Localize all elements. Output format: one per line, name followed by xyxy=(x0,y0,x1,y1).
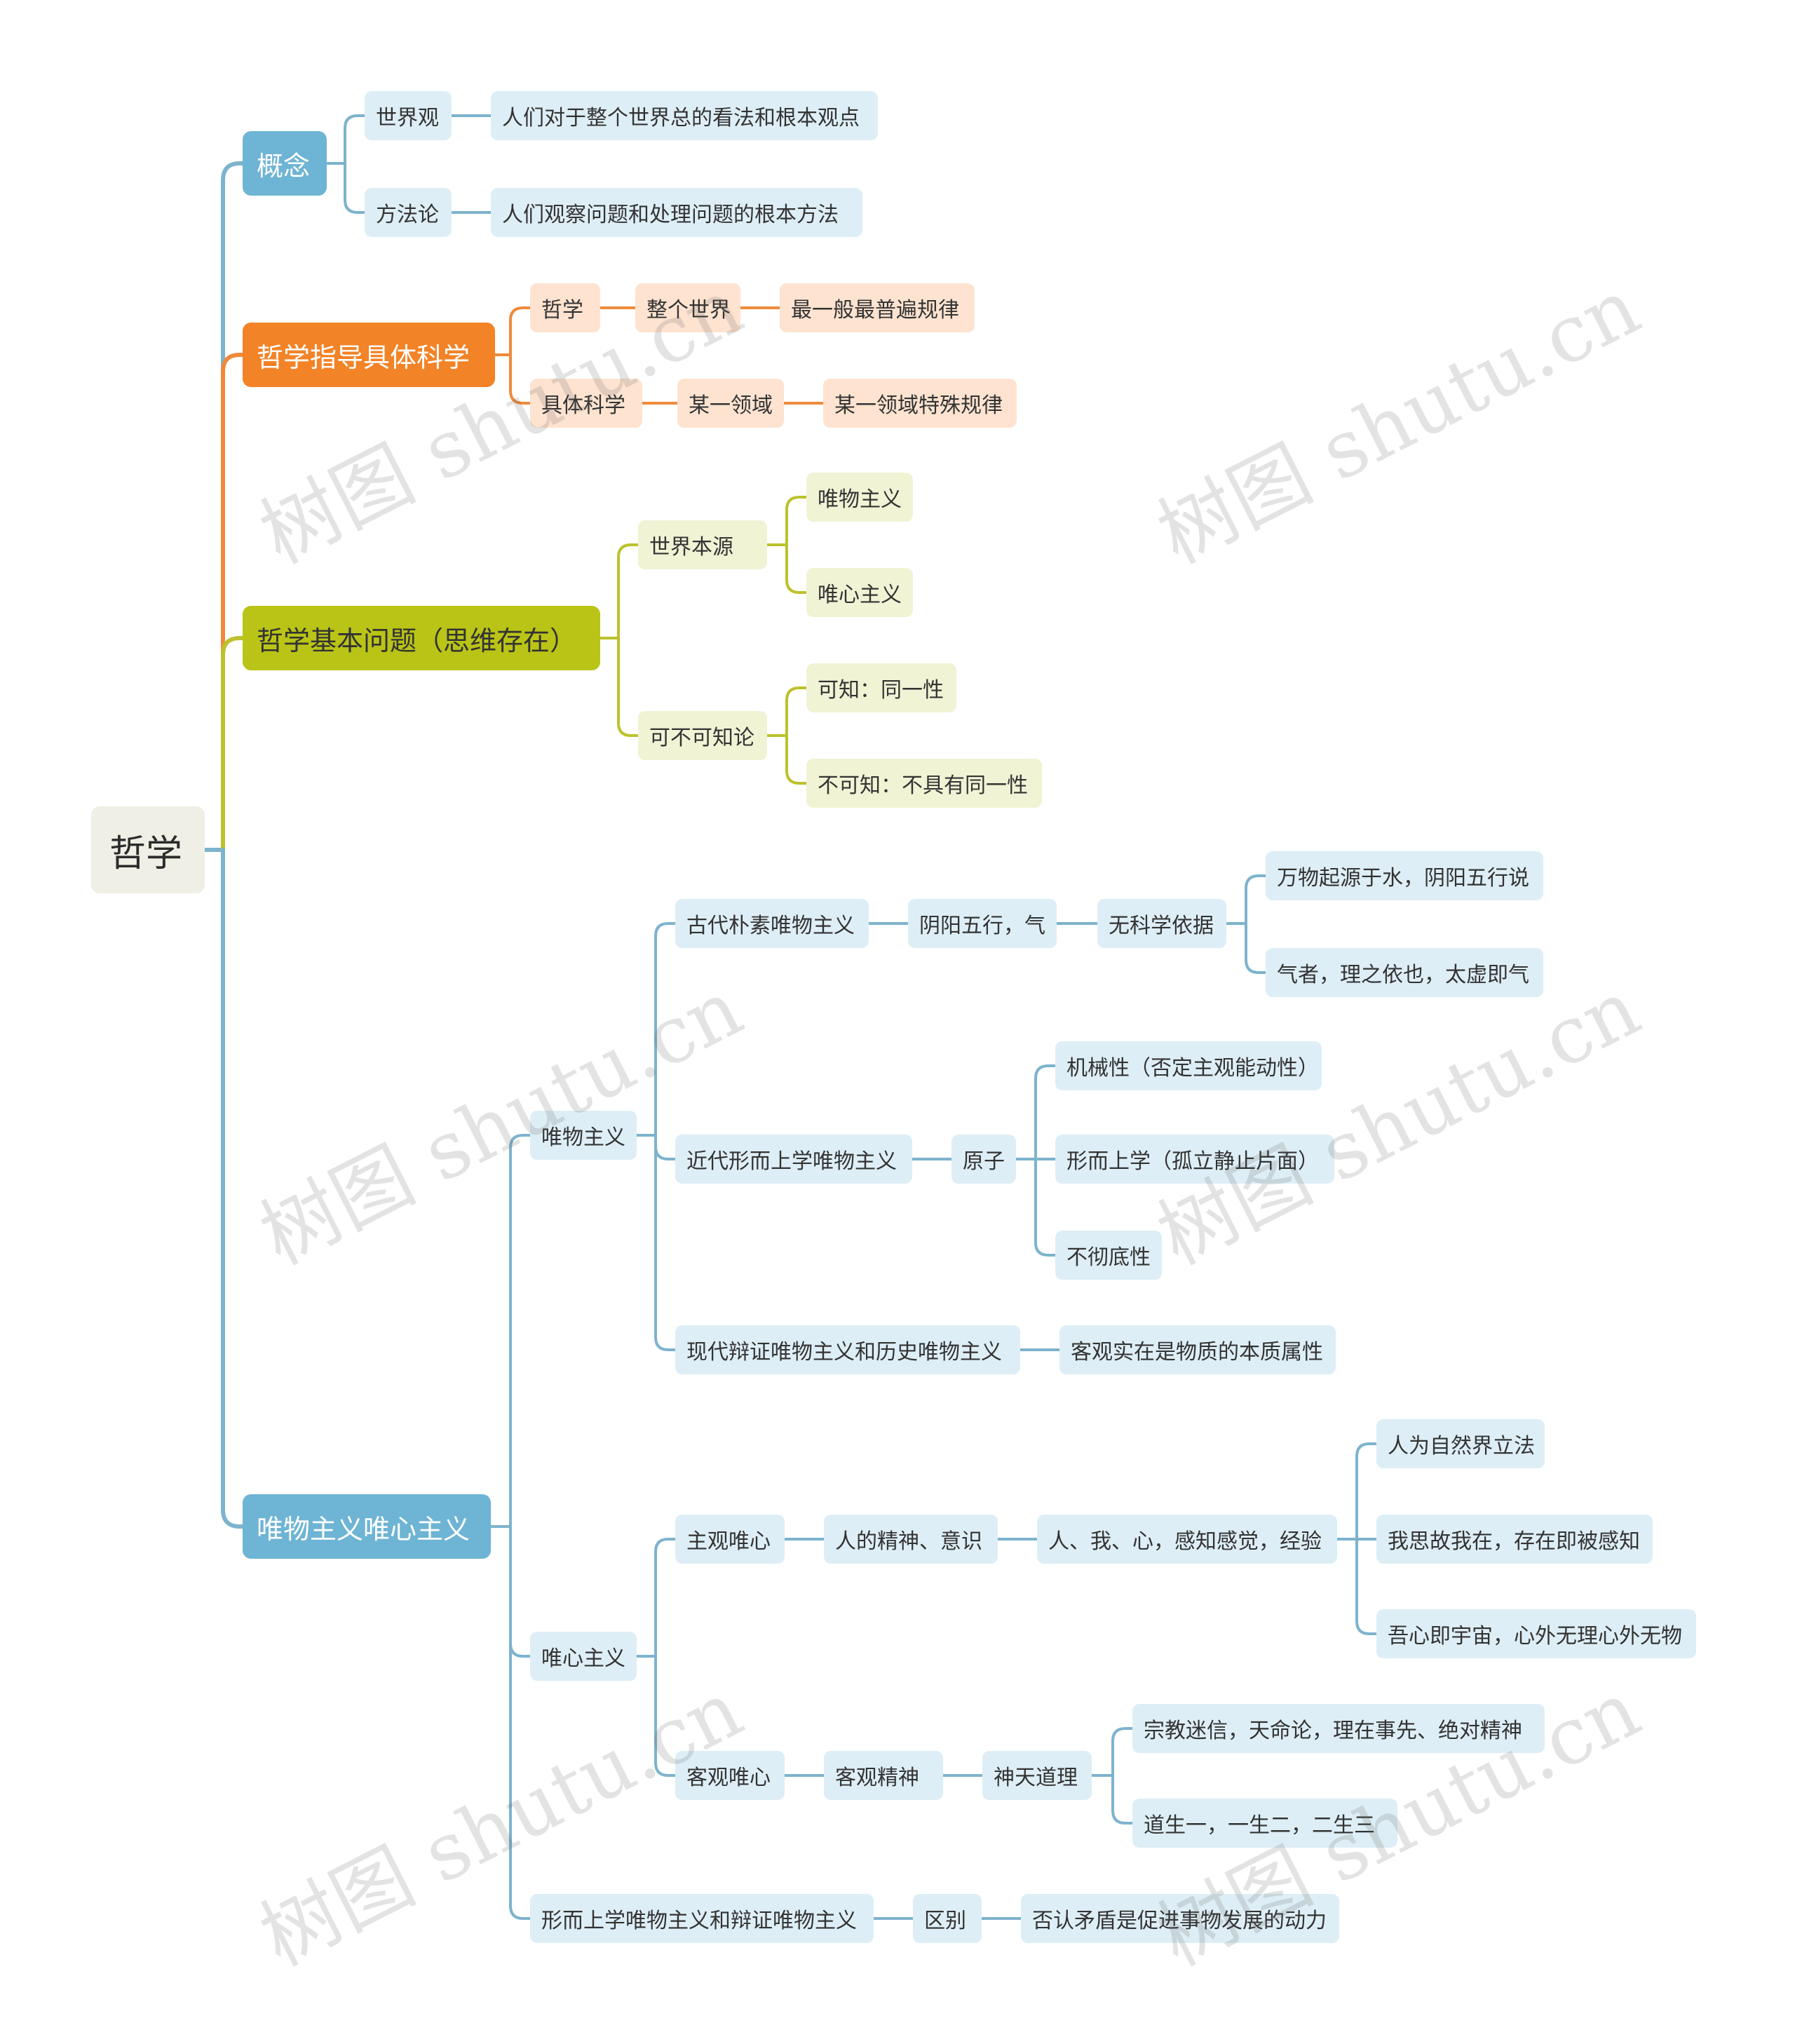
node-origin-idealism[interactable]: 唯心主义 xyxy=(806,568,913,617)
node-dialectical-materialism[interactable]: 现代辩证唯物主义和历史唯物主义 xyxy=(675,1325,1020,1374)
node-special-law[interactable]: 某一领域特殊规律 xyxy=(823,379,1017,428)
node-metaphysical[interactable]: 形而上学（孤立静止片面） xyxy=(1055,1135,1334,1184)
node-me-mind[interactable]: 人、我、心，感知感觉，经验 xyxy=(1037,1515,1337,1564)
node-water-origin[interactable]: 万物起源于水，阴阳五行说 xyxy=(1266,851,1543,900)
node-methodology-definition[interactable]: 人们观察问题和处理问题的根本方法 xyxy=(491,188,862,237)
node-yinyang[interactable]: 阴阳五行，气 xyxy=(908,899,1057,948)
node-philosophy[interactable]: 哲学 xyxy=(530,283,600,332)
connector-line xyxy=(221,848,245,1529)
connector-line xyxy=(221,161,245,852)
root-node-philosophy[interactable]: 哲学 xyxy=(91,806,205,893)
connector-line xyxy=(654,1655,677,1777)
connector-line xyxy=(1355,1442,1378,1541)
node-modern-materialism[interactable]: 近代形而上学唯物主义 xyxy=(675,1135,912,1184)
connector-line xyxy=(785,543,808,594)
connector-line xyxy=(785,686,808,737)
connector-line xyxy=(1355,1538,1378,1635)
branch-philosophy-guides-science[interactable]: 哲学指导具体科学 xyxy=(243,323,495,387)
node-meta-vs-dialectic[interactable]: 形而上学唯物主义和辩证唯物主义 xyxy=(530,1894,874,1943)
node-heaven-reason[interactable]: 神天道理 xyxy=(982,1751,1092,1800)
node-origin-materialism[interactable]: 唯物主义 xyxy=(806,473,913,522)
branch-basic-question[interactable]: 哲学基本问题（思维存在） xyxy=(243,606,600,670)
node-one-field[interactable]: 某一领域 xyxy=(677,379,784,428)
connector-line xyxy=(654,922,677,1137)
connector-line xyxy=(221,353,245,852)
node-dao[interactable]: 道生一，一生二，二生三 xyxy=(1132,1799,1397,1848)
connector-line xyxy=(654,1538,677,1658)
branch-concept[interactable]: 概念 xyxy=(243,131,327,196)
node-unknowable[interactable]: 不可知：不具有同一性 xyxy=(806,759,1042,808)
node-knowable[interactable]: 可知：同一性 xyxy=(806,663,956,712)
connector-line xyxy=(1245,922,1267,974)
connector-line xyxy=(221,636,245,852)
connector-line xyxy=(1111,1774,1134,1825)
node-specific-science[interactable]: 具体科学 xyxy=(530,379,642,428)
node-difference[interactable]: 区别 xyxy=(913,1894,982,1943)
node-ancient-materialism[interactable]: 古代朴素唯物主义 xyxy=(675,899,869,948)
connector-line xyxy=(1034,1064,1057,1160)
connector-line xyxy=(1245,874,1267,925)
connector-line xyxy=(509,1525,531,1920)
connector-line xyxy=(509,1134,531,1528)
connector-line xyxy=(344,162,366,214)
connector-line xyxy=(654,1134,677,1160)
node-incomplete[interactable]: 不彻底性 xyxy=(1055,1231,1162,1280)
node-objective-idealism[interactable]: 客观唯心 xyxy=(675,1751,785,1800)
connector-line xyxy=(509,353,531,405)
node-whole-world[interactable]: 整个世界 xyxy=(635,283,740,332)
node-worldview-definition[interactable]: 人们对于整个世界总的看法和根本观点 xyxy=(491,91,878,140)
connector-line xyxy=(509,1525,531,1658)
node-general-law[interactable]: 最一般最普遍规律 xyxy=(780,283,975,332)
branch-materialism-idealism[interactable]: 唯物主义唯心主义 xyxy=(243,1494,491,1559)
connector-line xyxy=(654,1134,677,1351)
node-religion[interactable]: 宗教迷信，天命论，理在事先、绝对精神 xyxy=(1132,1704,1545,1753)
connector-line xyxy=(785,734,808,785)
node-qi[interactable]: 气者，理之依也，太虚即气 xyxy=(1266,948,1543,997)
connector-line xyxy=(1111,1727,1134,1777)
node-legislate-nature[interactable]: 人为自然界立法 xyxy=(1376,1419,1545,1468)
connector-line xyxy=(617,637,639,737)
node-cogito[interactable]: 我思故我在，存在即被感知 xyxy=(1376,1515,1653,1564)
node-objective-reality[interactable]: 客观实在是物质的本质属性 xyxy=(1059,1325,1336,1374)
node-mechanical[interactable]: 机械性（否定主观能动性） xyxy=(1055,1041,1322,1090)
node-methodology[interactable]: 方法论 xyxy=(365,188,452,237)
node-no-science[interactable]: 无科学依据 xyxy=(1097,899,1226,948)
node-atom[interactable]: 原子 xyxy=(951,1135,1016,1184)
node-knowability[interactable]: 可不可知论 xyxy=(638,711,767,760)
node-materialism[interactable]: 唯物主义 xyxy=(530,1111,637,1160)
connector-line xyxy=(1034,1158,1057,1257)
node-world-origin[interactable]: 世界本源 xyxy=(638,520,767,569)
connector-line xyxy=(785,496,808,546)
connector-line xyxy=(344,114,366,165)
node-idealism[interactable]: 唯心主义 xyxy=(530,1632,637,1681)
connector-line xyxy=(509,306,531,356)
node-objective-spirit[interactable]: 客观精神 xyxy=(824,1751,943,1800)
node-mind-universe[interactable]: 吾心即宇宙，心外无理心外无物 xyxy=(1376,1609,1696,1658)
node-contradiction[interactable]: 否认矛盾是促进事物发展的动力 xyxy=(1021,1894,1339,1943)
node-worldview[interactable]: 世界观 xyxy=(365,91,452,140)
node-human-spirit[interactable]: 人的精神、意识 xyxy=(824,1515,998,1564)
connector-line xyxy=(617,543,639,639)
node-subjective-idealism[interactable]: 主观唯心 xyxy=(675,1515,785,1564)
